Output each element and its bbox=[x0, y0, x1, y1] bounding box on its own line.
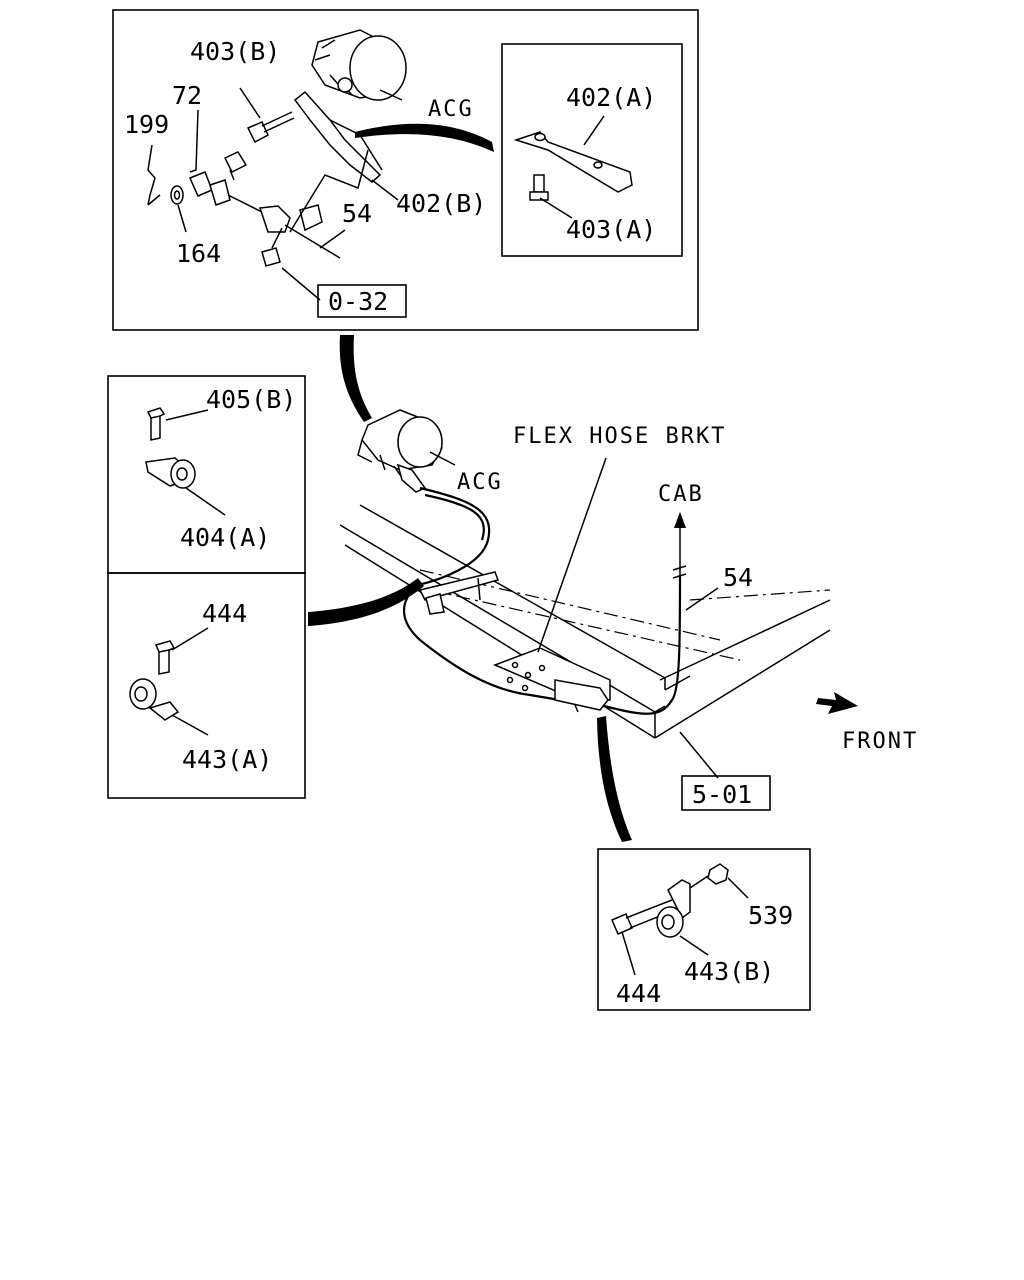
label-front: FRONT bbox=[842, 729, 918, 754]
detail-box-404a: 405(B) 404(A) bbox=[107, 375, 306, 574]
leader-443b bbox=[679, 935, 709, 956]
ref-box-5-01 bbox=[681, 775, 771, 811]
pointer-arrow-main-to-bottom bbox=[597, 716, 632, 842]
label-acg-main: ACG bbox=[457, 470, 503, 495]
leader-acg-top bbox=[379, 89, 403, 101]
frame-rail bbox=[339, 504, 831, 739]
acg-part-top bbox=[311, 29, 407, 101]
label-404a: 404(A) bbox=[180, 523, 270, 552]
detail-box-443a: 444 443(A) bbox=[107, 572, 306, 799]
part-72 bbox=[223, 151, 248, 181]
leader-404a bbox=[185, 487, 226, 516]
leader-402a bbox=[583, 115, 605, 146]
part-199 bbox=[147, 144, 156, 206]
label-acg-top: ACG bbox=[428, 97, 474, 122]
leader-0-32 bbox=[281, 267, 321, 301]
label-403b: 403(B) bbox=[190, 37, 280, 66]
leader-443a bbox=[171, 714, 209, 736]
leader-54-main bbox=[685, 587, 719, 611]
label-444-bot: 444 bbox=[616, 979, 661, 1008]
label-403a: 403(A) bbox=[566, 215, 656, 244]
leader-405b bbox=[165, 409, 209, 421]
washer-164 bbox=[170, 185, 184, 205]
cab-arrow bbox=[674, 512, 686, 528]
label-ref-5-01: 5-01 bbox=[692, 780, 752, 809]
inset-box-402a bbox=[501, 43, 683, 257]
bolt-403b bbox=[246, 111, 295, 144]
pointer-arrow-left-to-clamp bbox=[308, 578, 424, 626]
leader-403b bbox=[239, 87, 261, 119]
front-arrow bbox=[816, 692, 858, 714]
cable-54 bbox=[403, 486, 682, 715]
leader-bracket-outline bbox=[289, 149, 369, 233]
leader-flex-hose-brkt bbox=[537, 457, 607, 653]
leader-402b bbox=[371, 179, 399, 201]
label-flex-hose-brkt: FLEX HOSE BRKT bbox=[513, 424, 726, 449]
pointer-arrow-402a bbox=[355, 123, 494, 152]
detail-box-443b: 539 444 443(B) bbox=[597, 848, 811, 1011]
flex-hose-bracket bbox=[492, 647, 611, 713]
label-444-mid: 444 bbox=[202, 599, 247, 628]
main-assembly: FLEX HOSE BRKT ACG CAB 54 FRONT 5-01 bbox=[339, 409, 918, 811]
label-405b: 405(B) bbox=[206, 385, 296, 414]
leader-444-bot bbox=[621, 931, 636, 976]
ref-box-0-32 bbox=[317, 284, 407, 318]
acg-part-main bbox=[357, 409, 443, 493]
leader-54-top bbox=[319, 229, 346, 249]
cable-linkage-top bbox=[188, 171, 341, 267]
label-539: 539 bbox=[748, 901, 793, 930]
leader-72 bbox=[189, 109, 199, 173]
label-cab: CAB bbox=[658, 482, 704, 507]
label-443b: 443(B) bbox=[684, 957, 774, 986]
label-54-main: 54 bbox=[723, 563, 753, 592]
leader-199 bbox=[147, 194, 161, 206]
label-164: 164 bbox=[176, 239, 221, 268]
leader-5-01 bbox=[679, 731, 719, 779]
leader-403a bbox=[539, 197, 573, 219]
bracket-402b bbox=[293, 90, 383, 183]
label-72: 72 bbox=[172, 81, 202, 110]
label-ref-0-32: 0-32 bbox=[328, 287, 388, 316]
leader-164 bbox=[177, 204, 187, 233]
leader-444-mid bbox=[171, 627, 209, 651]
label-443a: 443(A) bbox=[182, 745, 272, 774]
label-54-top: 54 bbox=[342, 199, 372, 228]
leader-acg-main bbox=[429, 451, 456, 466]
label-402b: 402(B) bbox=[396, 189, 486, 218]
label-402a: 402(A) bbox=[566, 83, 656, 112]
detail-box-top: 403(B) 72 199 ACG 402(B) 54 164 0-32 402… bbox=[112, 9, 699, 331]
pointer-arrow-top-to-main bbox=[339, 335, 372, 422]
clamp-left bbox=[418, 571, 499, 615]
leader-539 bbox=[727, 877, 749, 899]
label-199: 199 bbox=[124, 110, 169, 139]
